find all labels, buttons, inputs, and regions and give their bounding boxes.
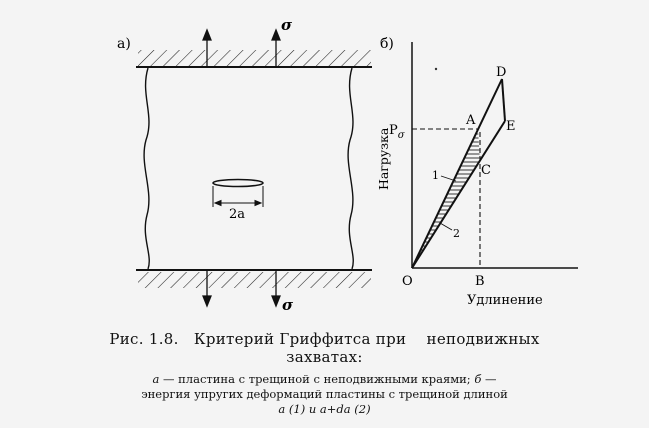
bottom-arrows — [202, 270, 281, 308]
plate-left-edge — [143, 67, 150, 270]
panel-a: а) σ σ — [117, 16, 372, 314]
line-1-label: 1 — [432, 169, 439, 182]
point-d-label: D — [496, 65, 506, 80]
caption-description-line2: энергия упругих деформаций пластины с тр… — [141, 387, 508, 401]
speck — [434, 67, 438, 71]
callout-1-leader — [440, 175, 457, 182]
panel-b: б) Нагрузка Удлинение O B A C D E Pσ 1 2 — [376, 36, 578, 308]
top-grip-hatching — [138, 50, 371, 66]
plate-right-edge — [347, 67, 354, 270]
bottom-grip-hatching — [138, 272, 371, 288]
crack-dimension — [212, 186, 264, 207]
caption-description-line1: а — пластина с трещиной с неподвижными к… — [0, 372, 649, 386]
desc-b-dash: — — [481, 372, 497, 386]
panel-b-label: б) — [380, 36, 394, 52]
y-axis-label: Нагрузка — [376, 127, 391, 190]
desc-b-marker: б — [474, 372, 482, 386]
segment-d-e — [501, 78, 506, 122]
x-axis-label: Удлинение — [467, 293, 543, 308]
crack — [212, 178, 264, 188]
top-arrows — [202, 28, 281, 67]
line-2-label: 2 — [453, 227, 460, 240]
callout-2-leader — [439, 222, 453, 231]
desc-a-marker: а — [152, 372, 160, 386]
point-a-label: A — [465, 113, 476, 128]
point-e-label: E — [506, 119, 516, 134]
panel-a-label: а) — [117, 36, 131, 52]
p-sigma-main: P — [389, 123, 398, 138]
load-line-1 — [411, 78, 503, 269]
load-line-2 — [411, 120, 506, 269]
caption-title-line2: захватах: — [286, 348, 363, 366]
crack-length-label: 2a — [229, 207, 245, 222]
point-b-label: B — [475, 274, 485, 289]
p-sigma-label: Pσ — [389, 123, 406, 141]
p-sigma-subscript: σ — [398, 130, 406, 141]
desc-a-text: — пластина с трещиной с неподвижными кра… — [159, 372, 475, 386]
caption-title-line1: Рис. 1.8. Критерий Гриффитса при неподви… — [109, 330, 540, 348]
sigma-top-label: σ — [281, 16, 293, 34]
caption-description-line3: a (1) и a+da (2) — [278, 402, 371, 416]
sigma-bottom-label: σ — [282, 296, 294, 314]
point-c-label: C — [481, 163, 491, 178]
point-o-label: O — [402, 274, 413, 289]
